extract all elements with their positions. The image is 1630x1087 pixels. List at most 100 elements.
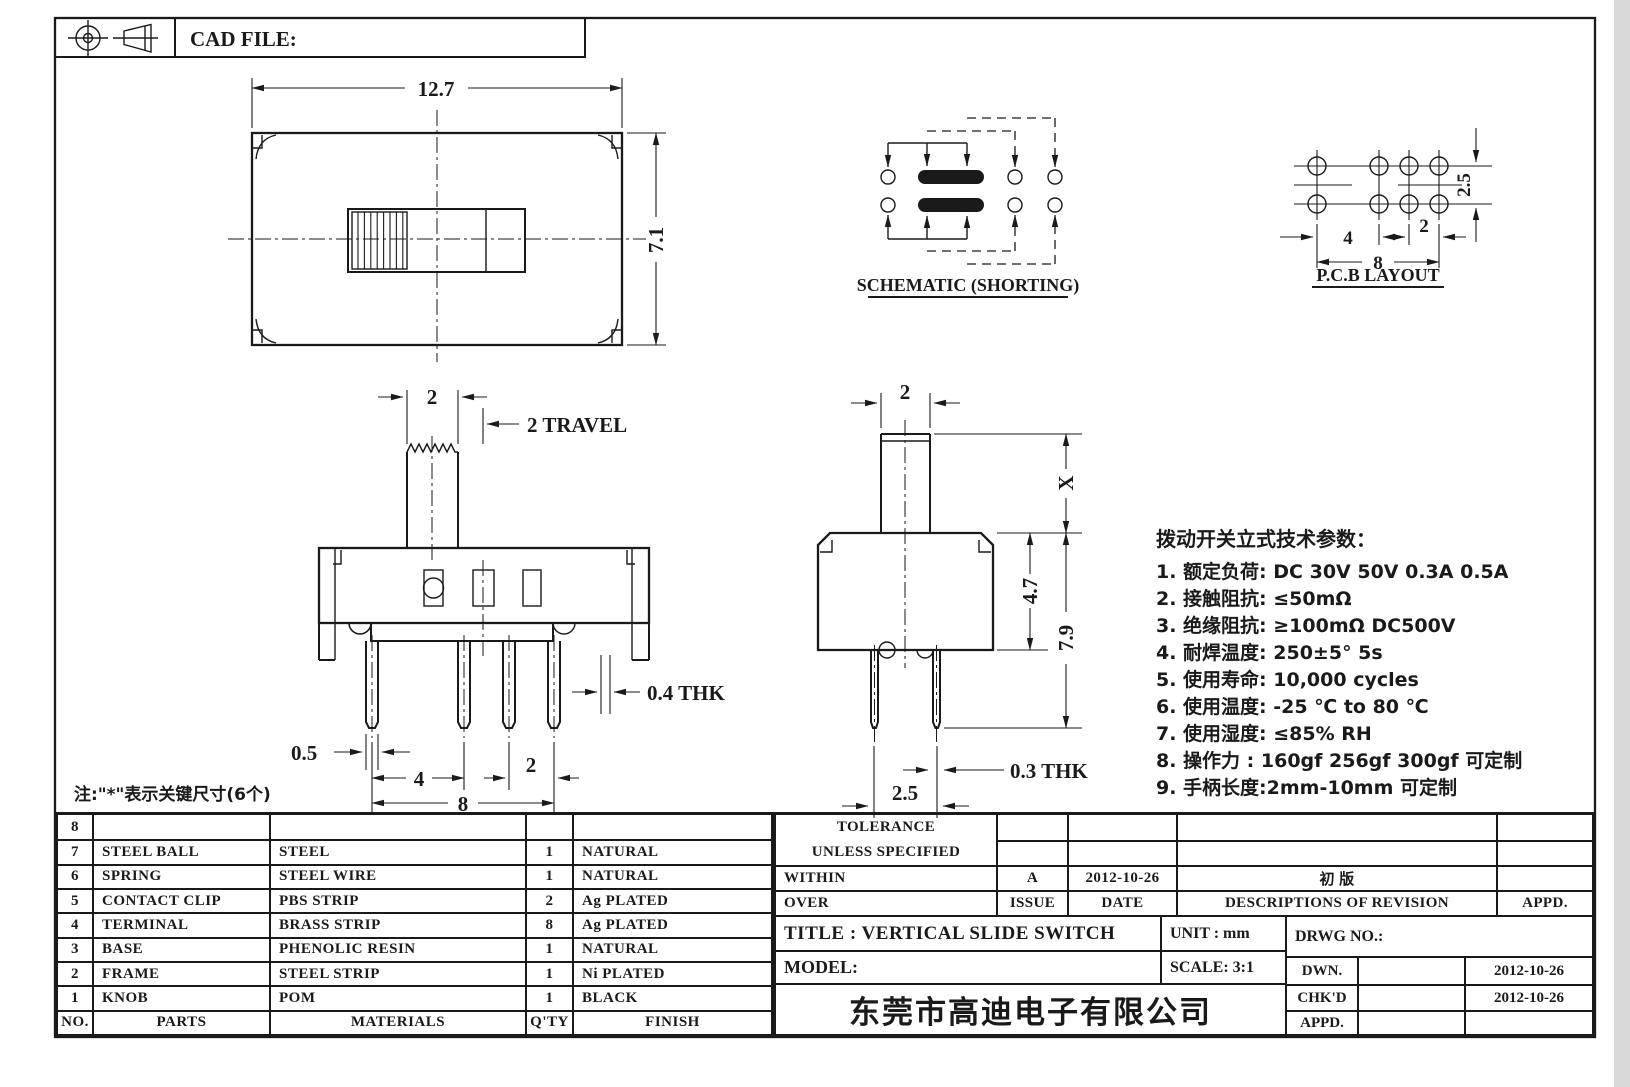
- table-cell: STEEL: [269, 839, 525, 864]
- schematic-caption: SCHEMATIC (SHORTING): [857, 275, 1080, 296]
- table-cell: [1176, 840, 1496, 865]
- front-dim-knob-width: 2: [427, 385, 438, 409]
- chkd-signature: [1357, 986, 1464, 1010]
- table-cell: 1: [525, 936, 572, 961]
- dwn-date: 2012-10-26: [1464, 958, 1592, 984]
- dwn-label: DWN.: [1301, 962, 1343, 979]
- issue-value: A: [996, 865, 1067, 890]
- chkd-row: CHK'D 2012-10-26: [1287, 984, 1592, 1010]
- sheet-header: CAD FILE:: [54, 17, 586, 58]
- side-dim-pin-thk: 0.3 THK: [1010, 759, 1088, 783]
- pcb-dim-pitch-b: 2: [1419, 216, 1429, 237]
- dim-overall-depth: 7.1: [644, 227, 668, 253]
- table-cell: 1: [525, 985, 572, 1010]
- table-cell: 3: [58, 936, 92, 961]
- side-view: 2 2.5 0.3 THK: [816, 380, 1088, 818]
- table-cell: [1496, 815, 1592, 840]
- front-dim-span: 8: [458, 792, 469, 816]
- pcb-dim-span: 8: [1373, 253, 1383, 274]
- table-cell: Ni PLATED: [572, 961, 771, 986]
- appd-row: APPD.: [1287, 1010, 1592, 1034]
- table-cell: POM: [269, 985, 525, 1010]
- table-cell: [1176, 815, 1496, 840]
- projection-target-icon: [68, 20, 108, 56]
- spec-item: 7. 使用湿度: ≤85% RH: [1156, 723, 1372, 745]
- sheet-border: [53, 16, 1597, 1039]
- cad-file-label: CAD FILE:: [190, 27, 297, 51]
- within-label: WITHIN: [776, 865, 996, 890]
- table-cell: Ag PLATED: [572, 888, 771, 913]
- table-cell: [525, 815, 572, 840]
- spec-item: 6. 使用温度: -25 ℃ to 80 ℃: [1156, 696, 1429, 718]
- front-dim-pitch-b: 2: [526, 753, 537, 777]
- table-cell: NATURAL: [572, 839, 771, 864]
- table-cell: STEEL WIRE: [269, 863, 525, 888]
- table-cell: 1: [525, 863, 572, 888]
- scale-label: SCALE: 3:1: [1160, 950, 1285, 983]
- table-cell: 1: [525, 839, 572, 864]
- front-pins: [365, 641, 561, 729]
- dim-overall-width: 12.7: [418, 77, 455, 101]
- side-dim-body-height: 4.7: [1018, 578, 1042, 604]
- schematic: SCHEMATIC (SHORTING): [857, 117, 1080, 298]
- front-dim-pitch-a: 4: [414, 767, 425, 791]
- projection-cone-icon: [113, 23, 158, 53]
- parts-header-qty: Q'TY: [525, 1009, 572, 1034]
- table-cell: NATURAL: [572, 863, 771, 888]
- table-cell: FRAME: [92, 961, 269, 986]
- spec-item: 9. 手柄长度:2mm-10mm 可定制: [1156, 777, 1458, 799]
- company-name: 东莞市高迪电子有限公司: [776, 983, 1285, 1034]
- revision-table: TOLERANCE UNLESS SPECIFIED WITHIN A 2012…: [776, 815, 1592, 915]
- table-cell: [1067, 815, 1176, 840]
- table-cell: 6: [58, 863, 92, 888]
- over-label: OVER: [776, 890, 996, 915]
- front-dim-travel: 2 TRAVEL: [527, 413, 627, 437]
- table-cell: STEEL BALL: [92, 839, 269, 864]
- tech-specs-title: 拨动开关立式技术参数：: [1156, 527, 1376, 551]
- table-cell: TERMINAL: [92, 912, 269, 937]
- table-cell: [1496, 865, 1592, 890]
- drawing-title: TITLE : VERTICAL SLIDE SWITCH: [784, 922, 1116, 944]
- pcb-layout: 4 2 8 2.5 P.C.B LAYOUT: [1280, 128, 1492, 288]
- side-dim-total-height: 7.9: [1054, 625, 1078, 651]
- parts-header-finish: FINISH: [572, 1009, 771, 1034]
- table-cell: KNOB: [92, 985, 269, 1010]
- dwn-signature: [1357, 958, 1464, 984]
- appd-date: [1464, 1012, 1592, 1034]
- table-cell: [1067, 840, 1176, 865]
- date-header: DATE: [1067, 890, 1176, 915]
- table-cell: PHENOLIC RESIN: [269, 936, 525, 961]
- chkd-label: CHK'D: [1297, 989, 1347, 1006]
- table-cell: [269, 815, 525, 840]
- front-view: 2 2 TRAVEL: [291, 385, 725, 816]
- spec-item: 5. 使用寿命: 10,000 cycles: [1156, 669, 1419, 691]
- table-cell: BASE: [92, 936, 269, 961]
- parts-header-parts: PARTS: [92, 1009, 269, 1034]
- unit-label: UNIT : mm: [1160, 917, 1285, 950]
- table-cell: [996, 840, 1067, 865]
- table-cell: 1: [58, 985, 92, 1009]
- table-cell: NATURAL: [572, 936, 771, 961]
- parts-header-no: NO.: [58, 1009, 92, 1034]
- side-dim-handle-height: X: [1054, 475, 1078, 490]
- pcb-caption: P.C.B LAYOUT: [1316, 265, 1439, 285]
- table-cell: 5: [58, 888, 92, 912]
- descriptions-header: DESCRIPTIONS OF REVISION: [1176, 890, 1496, 915]
- spec-item: 1. 额定负荷: DC 30V 50V 0.3A 0.5A: [1156, 561, 1509, 583]
- appd-header: APPD.: [1496, 890, 1592, 915]
- tolerance-label: TOLERANCE: [836, 819, 936, 835]
- key-dimension-note: 注:"*"表示关键尺寸(6个): [74, 785, 271, 805]
- model-label: MODEL:: [776, 950, 1160, 983]
- dwn-row: DWN. 2012-10-26: [1287, 958, 1592, 984]
- side-dim-pin-pitch: 2.5: [892, 781, 918, 805]
- table-cell: [572, 815, 771, 840]
- parts-table: 8 7 STEEL BALL STEEL 1 NATURAL 6 SPRING …: [55, 812, 774, 1037]
- table-cell: 4: [58, 912, 92, 936]
- tech-specs: 拨动开关立式技术参数： 1. 额定负荷: DC 30V 50V 0.3A 0.5…: [1156, 526, 1600, 802]
- spec-item: 2. 接触阻抗: ≤50mΩ: [1156, 588, 1352, 610]
- table-cell: [1496, 840, 1592, 865]
- table-cell: Ag PLATED: [572, 912, 771, 937]
- appd-label: APPD.: [1300, 1014, 1344, 1031]
- chkd-date: 2012-10-26: [1464, 986, 1592, 1010]
